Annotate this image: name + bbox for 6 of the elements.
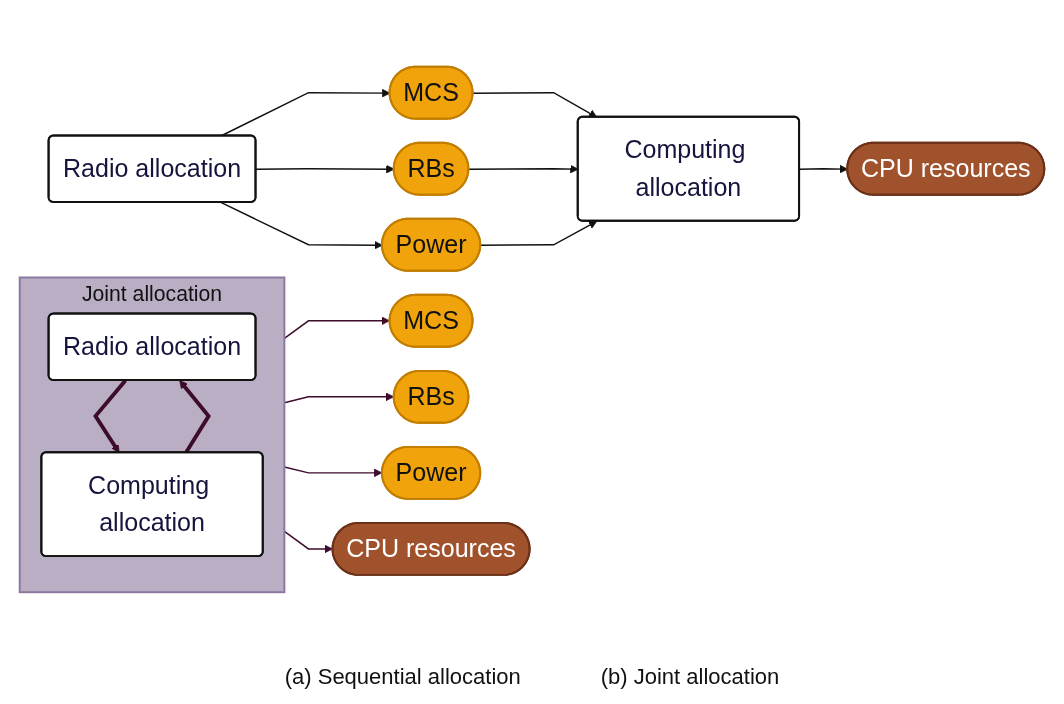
- figure-caption: (b) Joint allocation: [600, 664, 780, 690]
- arrow: [472, 91, 598, 118]
- arrow: [480, 220, 598, 246]
- arrow: [220, 201, 383, 249]
- arrow: [93, 378, 127, 453]
- figure-caption: (a) Sequential allocation: [284, 664, 521, 690]
